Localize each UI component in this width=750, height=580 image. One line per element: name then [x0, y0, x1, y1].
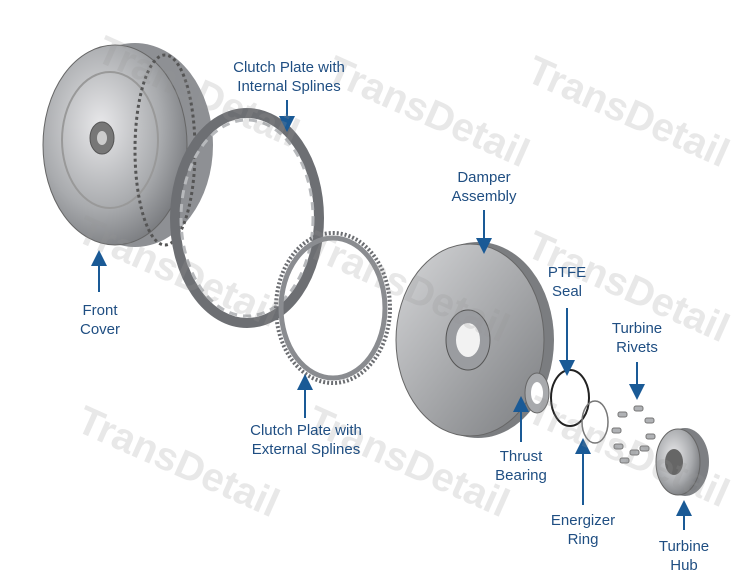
- label-line: Clutch Plate with: [233, 59, 345, 76]
- energizer-ring: [581, 400, 609, 444]
- label-line: Thrust: [499, 448, 543, 465]
- label-line: Clutch Plate with: [250, 422, 362, 439]
- label-line: Internal Splines: [237, 78, 341, 95]
- label-line: Cover: [79, 321, 121, 338]
- label-line: Assembly: [451, 188, 517, 205]
- label-line: Turbine: [658, 538, 710, 555]
- clutch-plate-external-splines: [274, 231, 392, 385]
- turbine-hub: [655, 428, 709, 496]
- label-line: Front: [82, 302, 118, 319]
- label-line: PTFE: [547, 264, 587, 281]
- turbine-rivets: [611, 405, 656, 464]
- callout-arrows: [91, 100, 692, 530]
- label-ptfe-seal: PTFE Seal: [548, 263, 586, 301]
- label-line: Seal: [551, 283, 583, 300]
- thrust-bearing: [524, 372, 550, 414]
- label-line: External Splines: [251, 441, 361, 458]
- label-line: Hub: [670, 557, 698, 574]
- clutch-plate-internal-splines: [170, 108, 324, 328]
- front-cover: [42, 43, 213, 247]
- damper-assembly: [395, 242, 554, 438]
- label-line: Turbine: [611, 320, 663, 337]
- label-line: Bearing: [495, 467, 547, 484]
- label-line: Damper: [457, 169, 511, 186]
- label-line: Ring: [567, 531, 599, 548]
- label-line: Energizer: [550, 512, 616, 529]
- label-line: Rivets: [616, 339, 658, 356]
